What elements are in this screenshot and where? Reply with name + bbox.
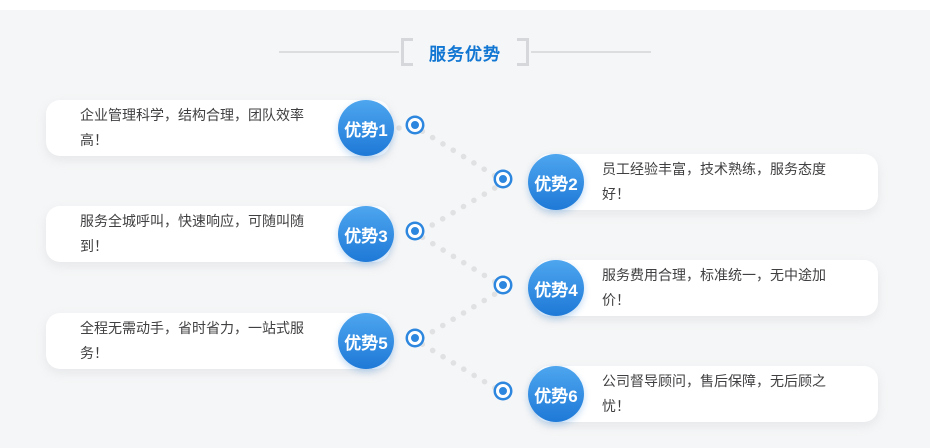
- section-header: 服务优势: [0, 38, 930, 66]
- advantage-card-4: 服务费用合理，标准统一，无中途加价！ 优势4: [528, 260, 878, 316]
- right-bracket-icon: [517, 38, 529, 66]
- advantage-text: 服务全城呼叫，快速响应，可随叫随到！: [80, 213, 304, 254]
- connector-node-icon: [496, 278, 510, 292]
- advantage-badge: 优势1: [338, 100, 394, 156]
- connector-node-icon: [496, 172, 510, 186]
- advantage-badge: 优势5: [338, 313, 394, 369]
- connector-node-icon: [408, 224, 422, 238]
- advantage-card-6: 公司督导顾问，售后保障，无后顾之忧！ 优势6: [528, 366, 878, 422]
- advantage-badge: 优势6: [528, 366, 584, 422]
- advantage-text: 员工经验丰富，技术熟练，服务态度好！: [602, 161, 826, 202]
- connector-node-icon: [408, 331, 422, 345]
- advantage-text: 公司督导顾问，售后保障，无后顾之忧！: [602, 373, 826, 414]
- advantage-card-5: 全程无需动手，省时省力，一站式服务！ 优势5: [46, 313, 394, 369]
- left-bracket-icon: [401, 38, 413, 66]
- advantage-card-3: 服务全城呼叫，快速响应，可随叫随到！ 优势3: [46, 206, 394, 262]
- advantage-badge: 优势2: [528, 154, 584, 210]
- advantage-text: 企业管理科学，结构合理，团队效率高！: [80, 107, 304, 148]
- connector-node-icon: [408, 118, 422, 132]
- advantage-badge: 优势4: [528, 260, 584, 316]
- advantage-text: 服务费用合理，标准统一，无中途加价！: [602, 267, 826, 308]
- section-title: 服务优势: [429, 44, 501, 64]
- advantage-card-1: 企业管理科学，结构合理，团队效率高！ 优势1: [46, 100, 394, 156]
- connector-node-icon: [496, 384, 510, 398]
- advantage-text: 全程无需动手，省时省力，一站式服务！: [80, 320, 304, 361]
- advantage-card-2: 员工经验丰富，技术熟练，服务态度好！ 优势2: [528, 154, 878, 210]
- header-line-right: [531, 51, 651, 53]
- advantage-badge: 优势3: [338, 206, 394, 262]
- header-line-left: [279, 51, 399, 53]
